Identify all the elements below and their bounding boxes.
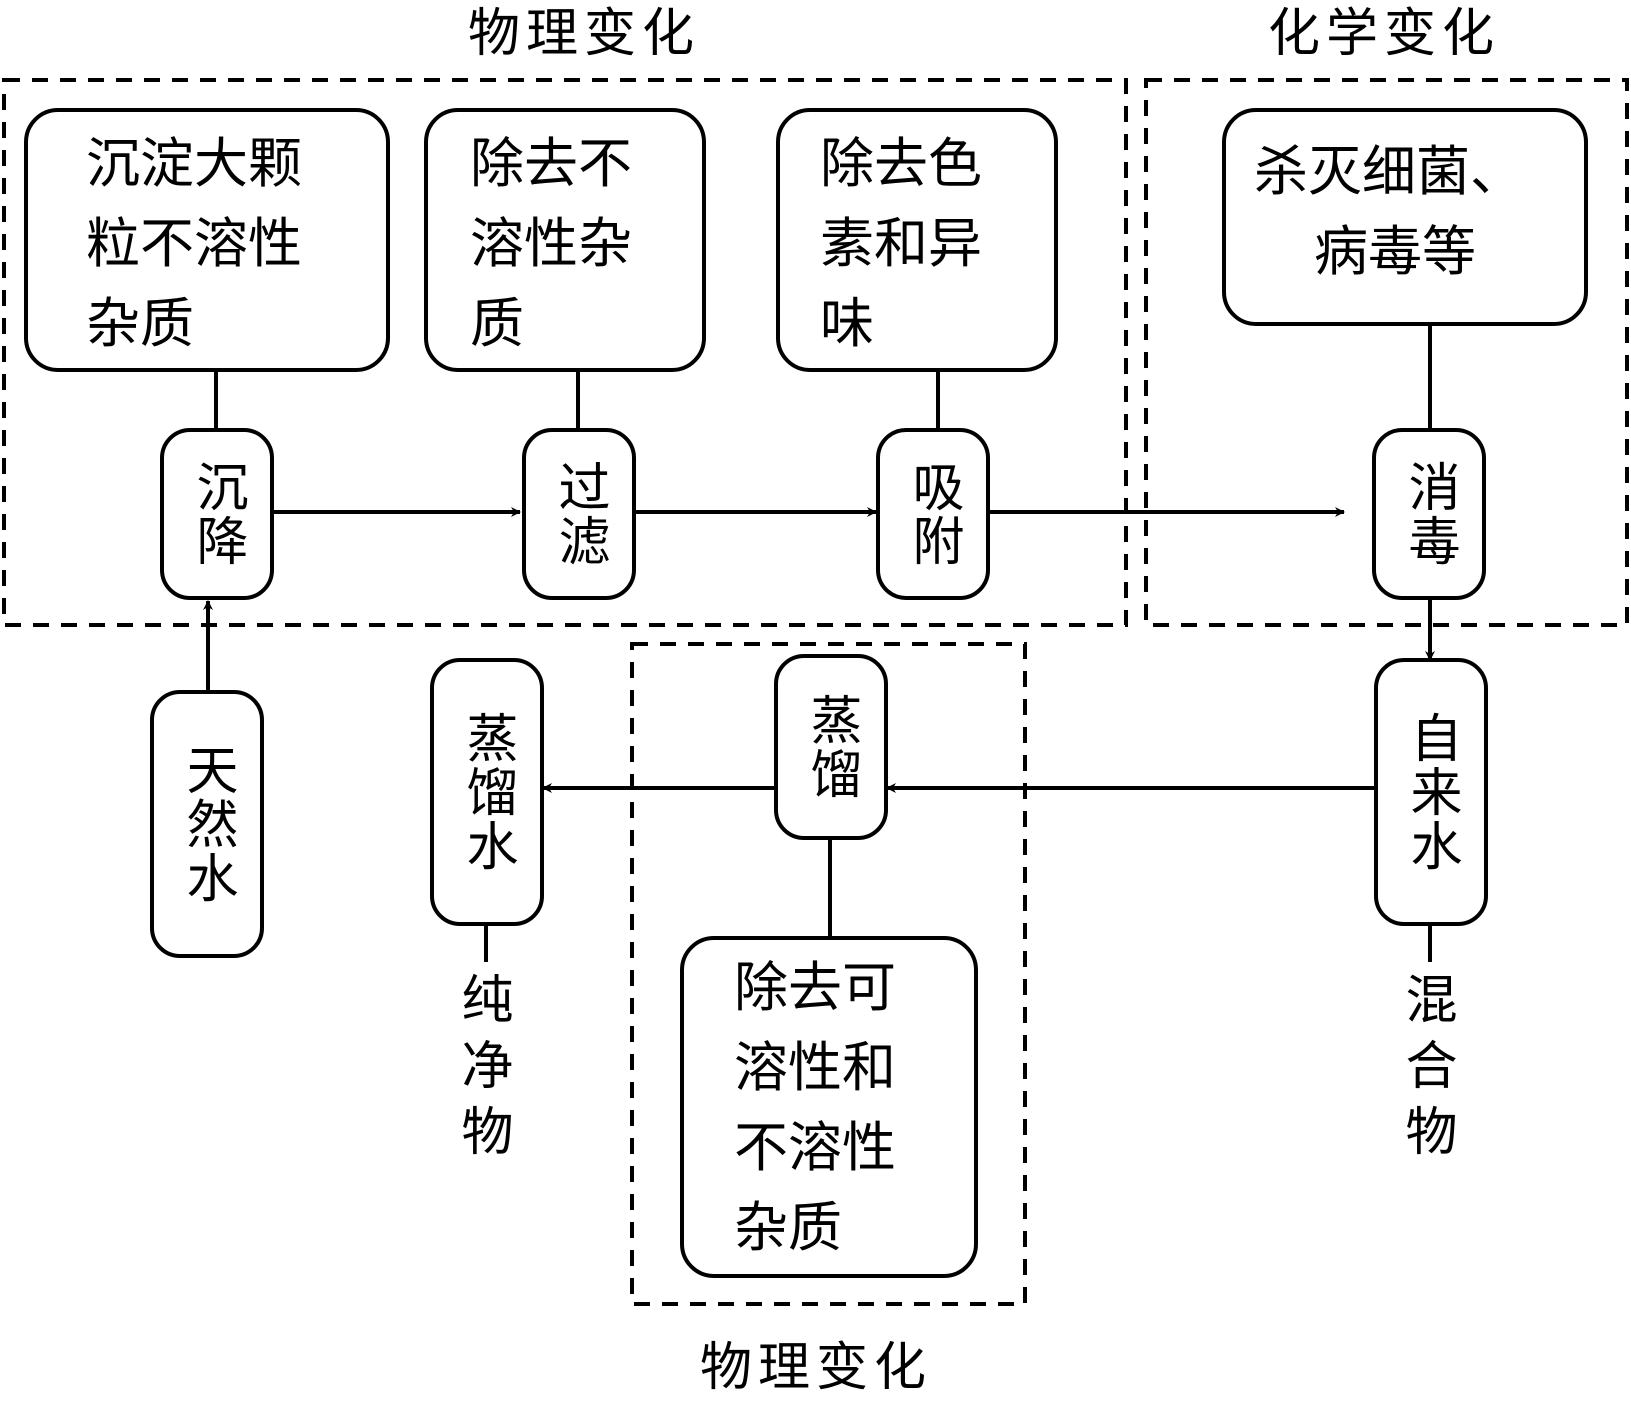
step-adsorption: 吸附 [876, 428, 990, 600]
class-pure-substance: 纯净物 [452, 972, 512, 1170]
region-title-physical-top: 物理变化 [468, 4, 701, 64]
note-filtration: 除去不 溶性杂 质 [424, 108, 706, 372]
class-mixture: 混合物 [1396, 972, 1456, 1170]
note-distillation-line: 不溶性 [734, 1116, 896, 1179]
note-adsorption-line: 除去色 [820, 132, 982, 195]
step-filtration: 过滤 [522, 428, 636, 600]
note-disinfection: 杀灭细菌、 病毒等 [1222, 108, 1588, 326]
note-adsorption: 除去色 素和异 味 [776, 108, 1058, 372]
note-filtration-line: 溶性杂 [470, 212, 632, 275]
note-sedimentation-line: 杂质 [86, 292, 194, 355]
note-distillation-line: 溶性和 [734, 1036, 896, 1099]
physical-region-top [2, 78, 1128, 627]
step-sedimentation: 沉降 [160, 428, 274, 600]
note-distillation-line: 除去可 [734, 956, 896, 1019]
note-distillation-line: 杂质 [734, 1196, 842, 1259]
chemical-region-top [1144, 78, 1629, 627]
region-title-chemical-top: 化学变化 [1268, 4, 1501, 64]
note-adsorption-line: 味 [820, 292, 874, 355]
note-adsorption-line: 素和异 [820, 212, 982, 275]
note-disinfection-line: 杀灭细菌、 [1254, 140, 1524, 203]
region-title-physical-bottom: 物理变化 [700, 1338, 933, 1398]
water-natural: 天然水 [150, 690, 264, 958]
physical-region-bottom [630, 642, 1027, 1306]
note-sedimentation: 沉淀大颗 粒不溶性 杂质 [24, 108, 390, 372]
note-filtration-line: 质 [470, 292, 524, 355]
note-sedimentation-line: 粒不溶性 [86, 212, 302, 275]
water-distilled: 蒸馏水 [430, 658, 544, 926]
note-distillation: 除去可 溶性和 不溶性 杂质 [680, 936, 978, 1278]
step-distillation: 蒸馏 [774, 654, 888, 840]
note-sedimentation-line: 沉淀大颗 [86, 132, 302, 195]
note-disinfection-line: 病毒等 [1314, 220, 1476, 283]
step-disinfection: 消毒 [1372, 428, 1486, 600]
note-filtration-line: 除去不 [470, 132, 632, 195]
water-tap: 自来水 [1374, 658, 1488, 926]
